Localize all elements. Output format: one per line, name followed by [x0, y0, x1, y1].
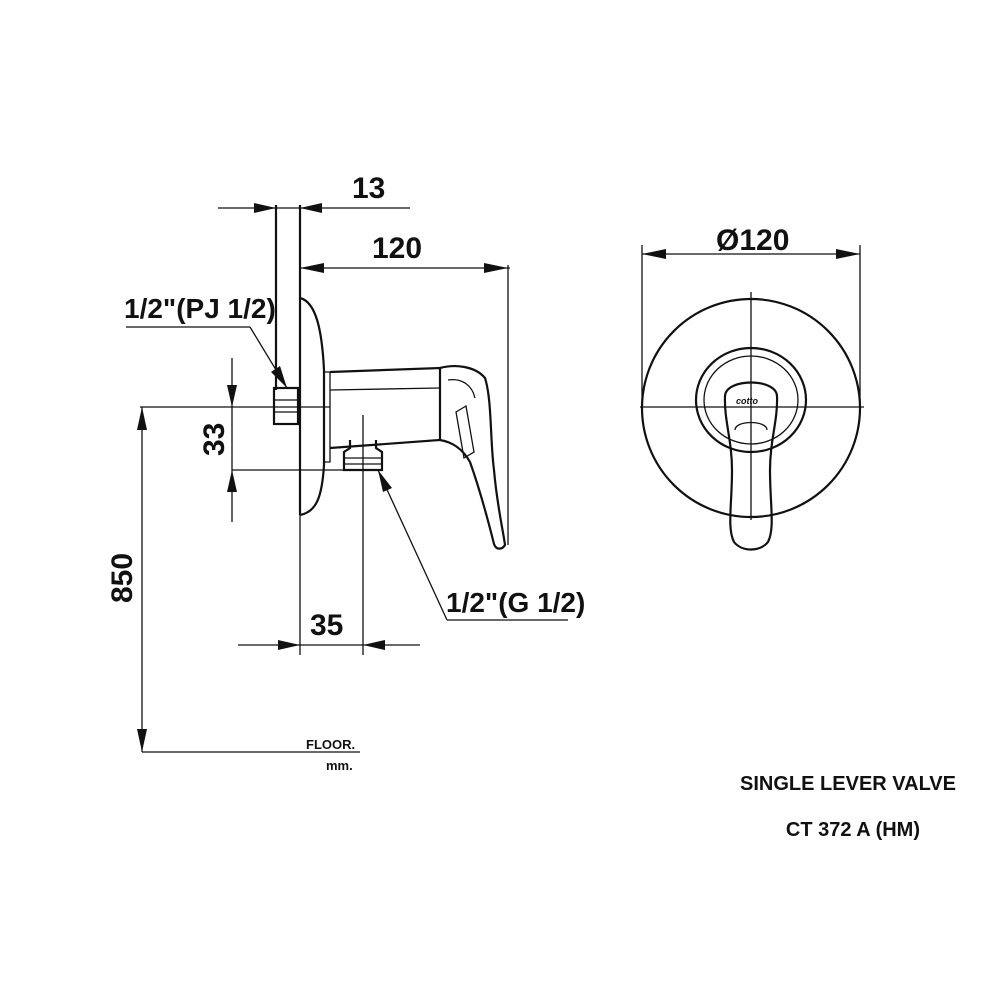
dimension-label-850: 850: [106, 553, 139, 603]
side-view: [140, 205, 509, 655]
top-inlet-connector: [272, 386, 300, 426]
callout-bottom-outlet: 1/2"(G 1/2): [377, 469, 585, 621]
callout-label-top-inlet: 1/2"(PJ 1/2): [124, 293, 276, 324]
dimension-label-33: 33: [198, 423, 231, 456]
dimension-label-35: 35: [310, 609, 343, 642]
dimension-13: 13: [218, 172, 410, 213]
dimension-850: 850: [106, 407, 147, 752]
brand-mark: cotto: [736, 396, 758, 406]
dimension-35: 35: [238, 515, 420, 655]
lever-handle: [439, 365, 507, 550]
dimension-33: 33: [198, 358, 237, 522]
floor-reference: FLOOR. mm.: [142, 737, 360, 773]
callout-top-inlet: 1/2"(PJ 1/2): [124, 293, 288, 389]
cover-plate-profile: [299, 296, 326, 517]
floor-label: FLOOR.: [306, 737, 355, 752]
lever-handle-highlight: [447, 379, 476, 399]
dimension-diameter-120: Ø120: [641, 224, 861, 408]
lever-handle-front-contour: [734, 421, 768, 431]
title-block: SINGLE LEVER VALVE CT 372 A (HM): [740, 773, 956, 841]
cover-plate-step: [324, 371, 331, 463]
dimension-label-diameter: Ø120: [716, 224, 789, 257]
model-code: CT 372 A (HM): [786, 819, 920, 841]
front-view: cotto: [640, 292, 864, 551]
valve-body-edge: [329, 387, 441, 391]
product-name: SINGLE LEVER VALVE: [740, 773, 956, 795]
lever-handle-front: [723, 381, 779, 551]
lever-handle-slot: [455, 404, 475, 460]
valve-body: [329, 366, 442, 450]
callout-label-bottom-outlet: 1/2"(G 1/2): [446, 587, 585, 618]
dimension-label-120: 120: [372, 232, 422, 265]
dimension-label-13: 13: [352, 172, 385, 205]
dimension-120-depth: 120: [300, 232, 510, 273]
unit-label: mm.: [326, 758, 353, 773]
